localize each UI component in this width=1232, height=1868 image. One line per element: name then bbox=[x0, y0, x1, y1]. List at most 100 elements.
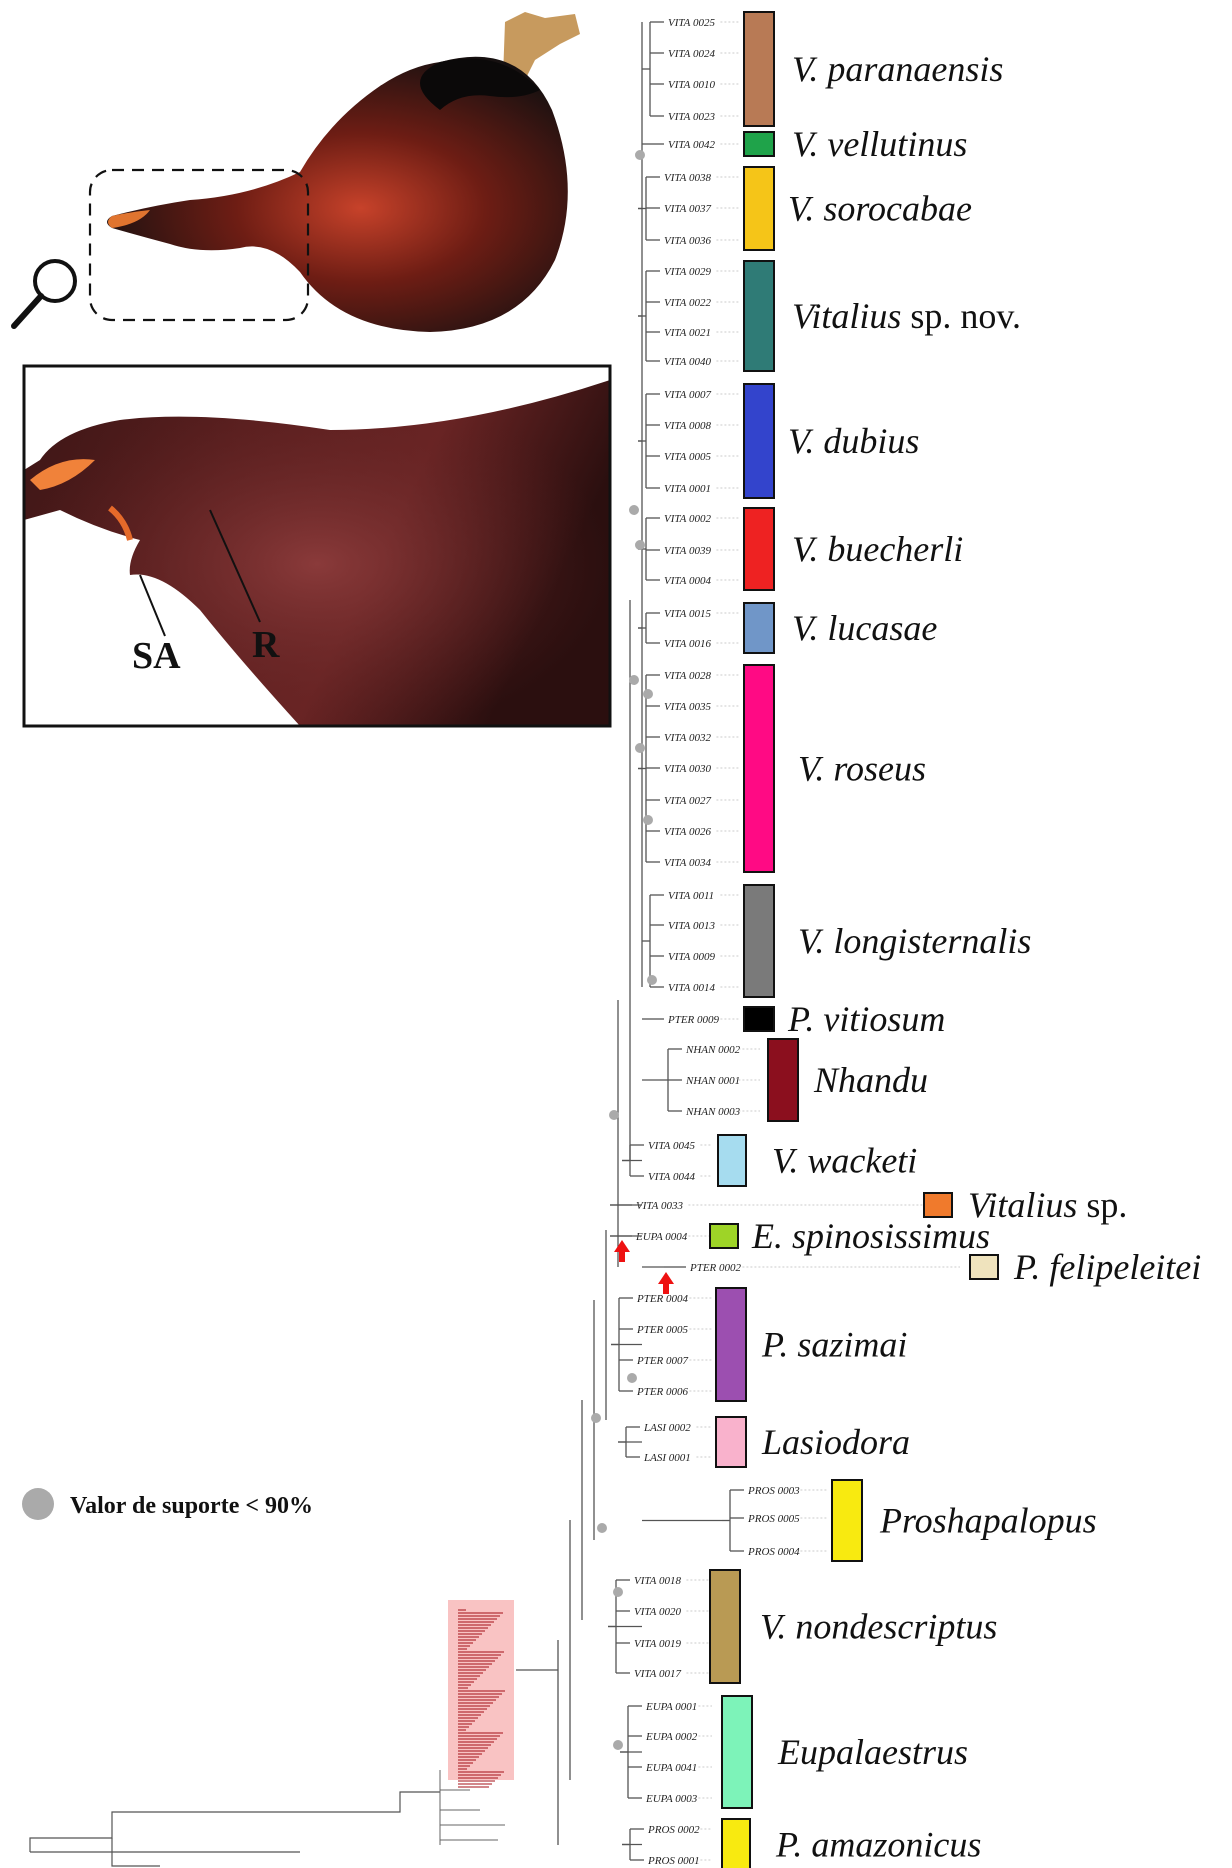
support-dot bbox=[627, 1373, 637, 1383]
clade-label: V. nondescriptus bbox=[760, 1607, 997, 1647]
support-dot bbox=[613, 1740, 623, 1750]
support-dot bbox=[643, 689, 653, 699]
support-dot bbox=[597, 1523, 607, 1533]
support-dot bbox=[629, 505, 639, 515]
tip-label: PTER 0006 bbox=[636, 1386, 689, 1398]
tip-label: NHAN 0002 bbox=[685, 1044, 741, 1056]
tip-label: VITA 0004 bbox=[664, 575, 711, 587]
tip-label: EUPA 0001 bbox=[645, 1701, 697, 1713]
tip-label: VITA 0032 bbox=[664, 732, 711, 744]
clade-label: V. buecherli bbox=[792, 529, 963, 569]
clade-label: P. amazonicus bbox=[775, 1825, 981, 1865]
tip-label: PTER 0004 bbox=[636, 1293, 689, 1305]
clade-label: P. felipeleitei bbox=[1013, 1247, 1201, 1287]
clade-label: Eupalaestrus bbox=[777, 1732, 968, 1772]
tip-label: VITA 0008 bbox=[664, 420, 711, 432]
tip-label: VITA 0039 bbox=[664, 545, 711, 557]
tip-label: LASI 0002 bbox=[643, 1422, 691, 1434]
support-dot bbox=[629, 675, 639, 685]
legend-label: Valor de suporte < 90% bbox=[70, 1493, 313, 1519]
highlight-arrow bbox=[658, 1272, 674, 1294]
tip-label: PROS 0005 bbox=[747, 1513, 800, 1525]
tip-label: PTER 0002 bbox=[689, 1262, 742, 1274]
highlight-arrow bbox=[614, 1240, 630, 1262]
tip-label: VITA 0045 bbox=[648, 1140, 695, 1152]
clade-color-bar bbox=[744, 132, 774, 156]
tip-label: VITA 0016 bbox=[664, 638, 711, 650]
clade-color-bar bbox=[924, 1193, 952, 1217]
label-r: R bbox=[252, 624, 280, 666]
clade-color-bar bbox=[718, 1135, 746, 1186]
clade-label: Proshapalopus bbox=[879, 1501, 1097, 1541]
clade-label: V. sorocabae bbox=[788, 189, 972, 229]
tip-label: VITA 0035 bbox=[664, 701, 711, 713]
clade-color-bar bbox=[744, 1007, 774, 1031]
tip-label: VITA 0037 bbox=[664, 203, 711, 215]
clade-color-bar bbox=[722, 1819, 750, 1868]
tip-label: VITA 0013 bbox=[668, 920, 715, 932]
clade-color-bar bbox=[970, 1255, 998, 1279]
tip-label: VITA 0023 bbox=[668, 111, 715, 123]
specimen-photo bbox=[90, 12, 580, 332]
support-dot bbox=[635, 743, 645, 753]
tip-label: VITA 0038 bbox=[664, 172, 711, 184]
tip-label: NHAN 0003 bbox=[685, 1106, 741, 1118]
clade-label: Vitalius sp. bbox=[968, 1185, 1127, 1225]
support-dot bbox=[613, 1587, 623, 1597]
tip-label: PROS 0004 bbox=[747, 1546, 800, 1558]
clade-label: Lasiodora bbox=[761, 1422, 910, 1462]
tip-label: EUPA 0041 bbox=[645, 1762, 697, 1774]
tip-label: NHAN 0001 bbox=[685, 1075, 740, 1087]
tip-label: VITA 0009 bbox=[668, 951, 715, 963]
tip-label: PTER 0009 bbox=[667, 1014, 720, 1026]
clade-label: V. wacketi bbox=[772, 1141, 917, 1181]
clade-color-bar bbox=[710, 1224, 738, 1248]
tip-label: VITA 0044 bbox=[648, 1171, 695, 1183]
tip-label: VITA 0014 bbox=[668, 982, 715, 994]
tip-label: VITA 0022 bbox=[664, 297, 711, 309]
clade-color-bar bbox=[744, 603, 774, 653]
clade-label: V. dubius bbox=[788, 421, 919, 461]
support-dot bbox=[635, 540, 645, 550]
clade-label: P. vitiosum bbox=[787, 999, 945, 1039]
tip-label: VITA 0040 bbox=[664, 356, 711, 368]
clade-label: V. longisternalis bbox=[798, 921, 1031, 961]
clade-color-bar bbox=[832, 1480, 862, 1561]
zoom-detail-panel: SA R bbox=[24, 366, 610, 726]
clade-label: Vitalius sp. nov. bbox=[792, 296, 1021, 336]
tip-label: PTER 0005 bbox=[636, 1324, 689, 1336]
tip-label: VITA 0010 bbox=[668, 79, 715, 91]
tip-label: VITA 0005 bbox=[664, 451, 711, 463]
tip-label: VITA 0011 bbox=[668, 890, 714, 902]
clade-color-bar bbox=[744, 167, 774, 250]
tip-label: VITA 0029 bbox=[664, 266, 711, 278]
tip-label: VITA 0019 bbox=[634, 1638, 681, 1650]
legend-marker bbox=[22, 1488, 54, 1520]
tip-label: PROS 0002 bbox=[647, 1824, 700, 1836]
tip-label: VITA 0027 bbox=[664, 795, 711, 807]
clade-label: Nhandu bbox=[813, 1060, 928, 1100]
clade-color-bar bbox=[716, 1288, 746, 1401]
clade-color-bar bbox=[744, 261, 774, 371]
clade-color-bar bbox=[768, 1039, 798, 1121]
tip-label: EUPA 0003 bbox=[645, 1793, 698, 1805]
tip-label: PROS 0003 bbox=[747, 1485, 800, 1497]
tip-label: VITA 0042 bbox=[668, 139, 715, 151]
legend: Valor de suporte < 90% bbox=[22, 1488, 313, 1520]
tip-label: VITA 0028 bbox=[664, 670, 711, 682]
clade-color-bar bbox=[744, 885, 774, 997]
label-sa: SA bbox=[132, 635, 181, 677]
tip-label: VITA 0015 bbox=[664, 608, 711, 620]
tip-label: VITA 0020 bbox=[634, 1606, 681, 1618]
clade-color-bar bbox=[744, 665, 774, 872]
tip-label: PTER 0007 bbox=[636, 1355, 689, 1367]
support-dot bbox=[647, 975, 657, 985]
support-dot bbox=[591, 1413, 601, 1423]
support-dot bbox=[609, 1110, 619, 1120]
clade-color-bar bbox=[716, 1417, 746, 1467]
clade-label: V. roseus bbox=[798, 749, 926, 789]
tip-label: VITA 0030 bbox=[664, 763, 711, 775]
clade-label: V. vellutinus bbox=[792, 124, 967, 164]
